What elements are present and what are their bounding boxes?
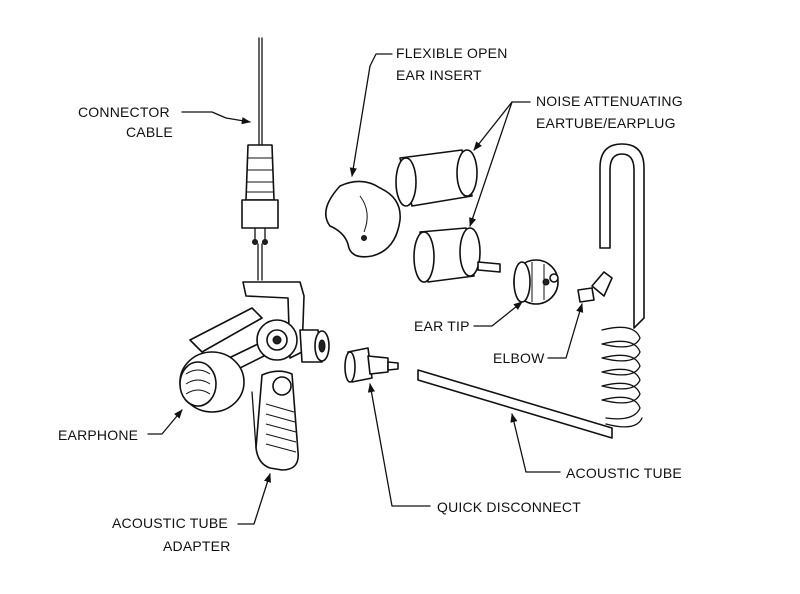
label-connector-cable-2: CABLE — [126, 124, 173, 140]
leader-earphone — [147, 409, 183, 435]
elbow — [577, 271, 613, 303]
label-ear-tip: EAR TIP — [414, 318, 470, 334]
quick-disconnect — [344, 347, 399, 383]
ear-tip — [513, 259, 559, 305]
label-noise-eartube-2: EARTUBE/EARPLUG — [536, 115, 676, 131]
leader-eartube — [469, 101, 513, 227]
noise-attenuating-earplug — [395, 149, 478, 207]
leader-adapter — [237, 473, 271, 525]
earphone-body — [179, 281, 330, 413]
leader-ear-tip — [473, 301, 523, 327]
leader-acoustic-tube — [510, 413, 561, 473]
label-elbow: ELBOW — [493, 350, 545, 366]
acoustic-tube-adapter — [251, 370, 299, 471]
label-flexible-insert-2: EAR INSERT — [396, 67, 482, 83]
label-acoustic-tube: ACOUSTIC TUBE — [566, 465, 682, 481]
leader-flexible-insert — [349, 53, 393, 177]
label-earphone: EARPHONE — [58, 427, 138, 443]
label-quick-disconnect: QUICK DISCONNECT — [437, 499, 581, 515]
label-adapter-2: ADAPTER — [163, 538, 231, 554]
leader-connector-cable — [181, 111, 251, 125]
leader-earplug — [473, 101, 531, 151]
noise-attenuating-eartube — [413, 227, 501, 283]
leader-elbow — [547, 303, 584, 359]
leader-lines — [147, 53, 584, 525]
connector-cable — [241, 37, 279, 281]
flexible-open-ear-insert — [324, 180, 401, 258]
label-adapter-1: ACOUSTIC TUBE — [112, 515, 228, 531]
acoustic-tube — [417, 143, 645, 439]
label-connector-cable-1: CONNECTOR — [78, 104, 170, 120]
leader-quick-disconnect — [367, 383, 431, 507]
label-noise-eartube-1: NOISE ATTENUATING — [536, 93, 683, 109]
label-flexible-insert-1: FLEXIBLE OPEN — [396, 45, 508, 61]
